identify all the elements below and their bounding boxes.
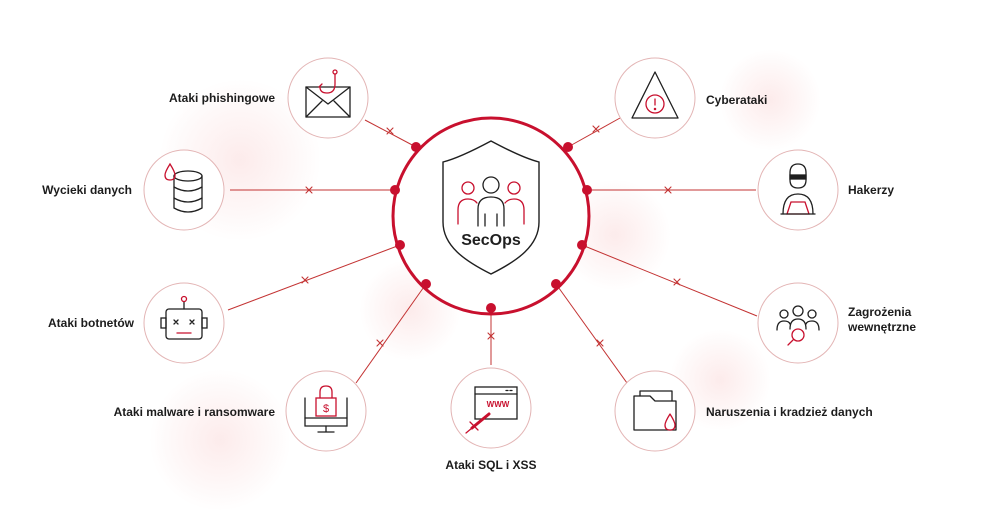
- secops-shield-icon: SecOps: [442, 140, 540, 275]
- threat-node-breach: [614, 370, 696, 452]
- connector-breach: [555, 283, 628, 384]
- monitor-lock-icon: $: [304, 385, 348, 433]
- svg-text:$: $: [323, 403, 329, 415]
- database-drop-icon: [164, 162, 203, 213]
- connector-cyber: [567, 117, 621, 148]
- ring-node: [411, 142, 421, 152]
- label-malware: Ataki malware i ransomware: [113, 405, 275, 419]
- label-botnets: Ataki botnetów: [48, 316, 134, 330]
- connector-botnets: [227, 244, 401, 311]
- background-glow: [150, 370, 290, 510]
- background-glow: [720, 50, 820, 150]
- browser-www-syringe-icon: WWW: [465, 386, 518, 434]
- threat-node-phishing: [287, 57, 369, 139]
- ring-node: [582, 185, 592, 195]
- label-insider-line1: Zagrożenia: [848, 305, 912, 319]
- threat-node-cyber: [614, 57, 696, 139]
- cut-mark: [673, 278, 681, 286]
- connector-insider: [581, 244, 758, 317]
- ring-node: [563, 142, 573, 152]
- ring-node: [421, 279, 431, 289]
- label-cyber: Cyberataki: [706, 93, 768, 107]
- cut-mark: [301, 276, 309, 284]
- ring-node: [577, 240, 587, 250]
- envelope-hook-icon: [305, 69, 351, 118]
- cut-mark: [487, 332, 495, 340]
- threat-node-botnets: [143, 282, 225, 364]
- connector-phishing: [364, 119, 417, 148]
- people-magnifier-icon: [776, 305, 820, 346]
- cut-mark: [376, 339, 384, 347]
- label-breach: Naruszenia i kradzież danych: [706, 405, 873, 419]
- ring-node: [486, 303, 496, 313]
- hacker-laptop-icon: [780, 163, 816, 215]
- threat-node-malware: [285, 370, 367, 452]
- label-phishing: Ataki phishingowe: [168, 91, 275, 105]
- ring-node: [390, 185, 400, 195]
- www-text: WWW: [487, 400, 510, 409]
- ring-node: [395, 240, 405, 250]
- connector-malware: [355, 283, 427, 384]
- cut-mark: [596, 339, 604, 347]
- cut-mark: [386, 127, 394, 135]
- cut-mark: [592, 125, 600, 133]
- label-leaks: Wycieki danych: [42, 183, 132, 197]
- secops-label: SecOps: [461, 232, 521, 249]
- label-insider: Zagrożenia wewnętrzne: [848, 305, 916, 335]
- folder-drop-icon: [633, 390, 677, 431]
- warning-triangle-icon: [631, 71, 679, 119]
- label-sql: Ataki SQL i XSS: [445, 458, 537, 472]
- cut-mark: [305, 186, 313, 194]
- threat-node-hackers: [757, 149, 839, 231]
- threat-node-leaks: [143, 149, 225, 231]
- label-insider-line2: wewnętrzne: [848, 320, 917, 334]
- label-hackers: Hakerzy: [848, 183, 895, 197]
- cut-mark: [664, 186, 672, 194]
- ring-node: [551, 279, 561, 289]
- threat-node-insider: [757, 282, 839, 364]
- robot-icon: [160, 295, 208, 340]
